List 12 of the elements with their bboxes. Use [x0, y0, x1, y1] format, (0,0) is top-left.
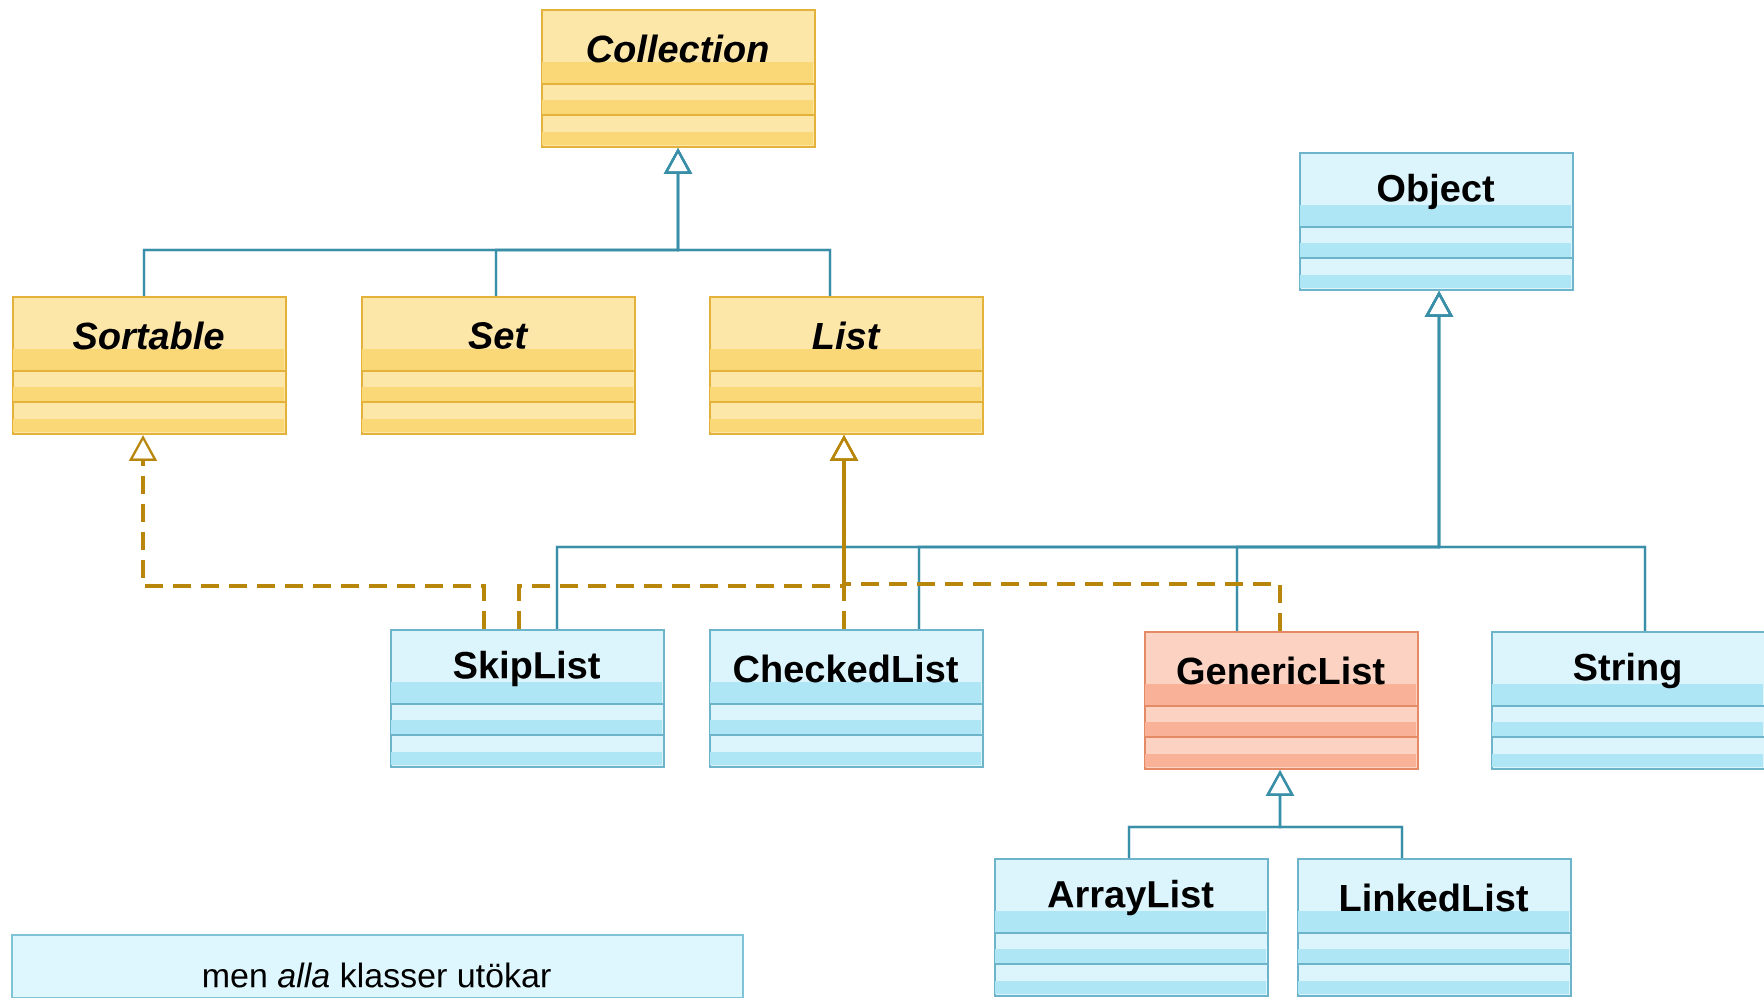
class-box: Collection — [540, 9, 816, 148]
class-box: Set — [360, 296, 636, 435]
class-box: LinkedList — [1296, 858, 1572, 997]
note-box: men alla klasser utökar — [11, 934, 744, 998]
class-box: Object — [1298, 152, 1574, 291]
class-box: Sortable — [11, 296, 287, 435]
class-box: List — [708, 296, 984, 435]
class-box: SkipList — [389, 629, 665, 768]
class-box: ArrayList — [993, 858, 1269, 997]
class-box: CheckedList — [708, 629, 984, 768]
class-box: GenericList — [1143, 631, 1419, 770]
class-box: String — [1490, 631, 1764, 770]
